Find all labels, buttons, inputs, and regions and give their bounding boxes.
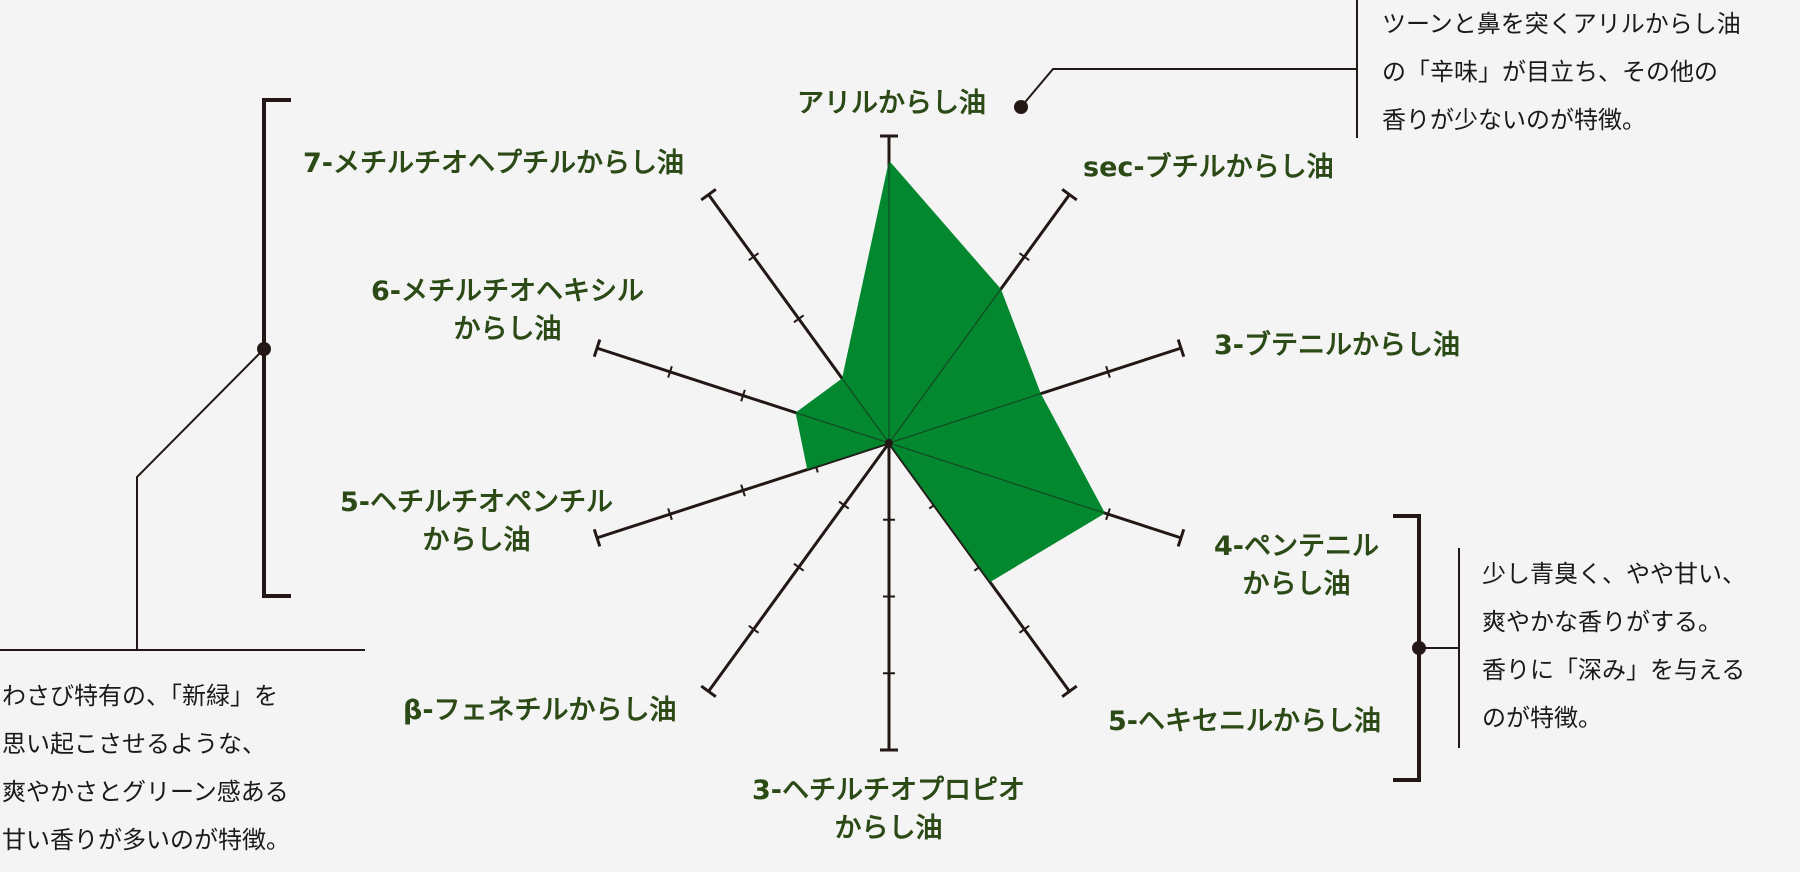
axis-label-methylthiopentyl: 5-ヘチルチオペンチル からし油 [340, 487, 613, 556]
annotation-line: 甘い香りが多いのが特徴。 [2, 826, 290, 854]
callout-dot-right [1412, 641, 1426, 655]
radar-axis-overlay-line [888, 194, 1070, 444]
callout-lines [0, 0, 1460, 782]
axis-label-phenethyl: β-フェネチルからし油 [403, 695, 677, 726]
radar-axis-overlay-line [888, 347, 1182, 444]
radar-axes-overlay [596, 136, 1182, 750]
radar-axis-overlay-line [708, 442, 890, 692]
annotation-line: 爽やかな香りがする。 [1482, 608, 1722, 636]
annotation-top-right: ツーンと鼻を突くアリルからし油 の「辛味」が目立ち、その他の 香りが少ないのが特… [1382, 0, 1741, 144]
axis-label-pentenyl: 4-ペンテニル からし油 [1214, 531, 1379, 600]
radar-axis-overlay-line [888, 442, 1182, 539]
annotation-line: ツーンと鼻を突くアリルからし油 [1382, 10, 1741, 38]
annotation-line: 香りに「深み」を与える [1482, 656, 1746, 684]
axis-label-sec-butyl: sec-ブチルからし油 [1083, 152, 1334, 183]
annotation-line: 少し青臭く、やや甘い、 [1482, 560, 1746, 588]
annotation-line: 爽やかさとグリーン感ある [2, 778, 289, 806]
radar-axis-end-cap [700, 188, 717, 202]
axis-label-allyl: アリルからし油 [797, 88, 986, 119]
callout-dot-left [257, 342, 271, 356]
annotation-left: わさび特有の、「新緑」を 思い起こさせるような、 爽やかさとグリーン感ある 甘い… [2, 672, 290, 864]
radar-data-area [795, 160, 1106, 583]
axis-label-methylthioheptyl: 7-メチルチオヘプチルからし油 [303, 148, 684, 179]
annotation-right: 少し青臭く、やや甘い、 爽やかな香りがする。 香りに「深み」を与える のが特徴。 [1482, 550, 1746, 742]
radar-axis-end-cap [1061, 188, 1078, 202]
axis-label-hexenyl: 5-ヘキセニルからし油 [1108, 706, 1381, 737]
callout-line-left [0, 348, 265, 651]
radar-axis-overlay-line [596, 347, 890, 444]
radar-axis-overlay-line [708, 194, 890, 444]
annotation-line: 思い起こさせるような、 [2, 730, 266, 758]
axis-label-butenyl: 3-ブテニルからし油 [1214, 330, 1460, 361]
annotation-line: の「辛味」が目立ち、その他の [1382, 58, 1718, 86]
axis-label-methylthiohexyl: 6-メチルチオヘキシル からし油 [371, 276, 644, 345]
radar-axis-overlay-line [888, 442, 1070, 692]
annotation-line: 香りが少ないのが特徴。 [1382, 106, 1646, 134]
radar-axis-overlay-line [596, 442, 890, 539]
annotation-line: わさび特有の、「新緑」を [2, 682, 278, 710]
radar-center-dot [885, 439, 893, 447]
callout-dot-allyl [1014, 100, 1028, 114]
annotation-line: のが特徴。 [1482, 704, 1602, 732]
axis-label-methylthiopropyl: 3-ヘチルチオプロピオ からし油 [752, 775, 1025, 844]
callout-line-allyl [1020, 68, 1357, 108]
